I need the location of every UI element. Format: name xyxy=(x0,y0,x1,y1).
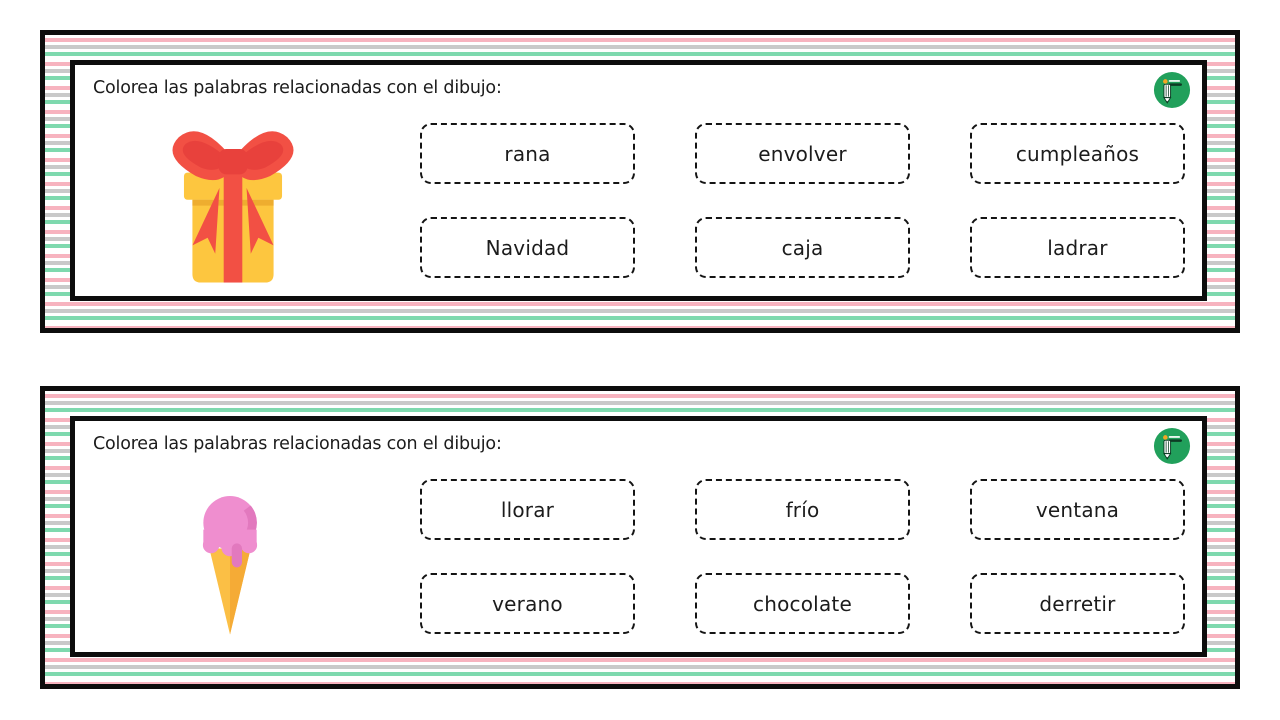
word-label: envolver xyxy=(758,141,847,166)
word-label: verano xyxy=(492,591,563,616)
word-box-chocolate[interactable]: chocolate xyxy=(695,573,910,634)
word-grid: llorar frío ventana verano chocolate der… xyxy=(420,479,1185,634)
card-instruction-title: Colorea las palabras relacionadas con el… xyxy=(93,434,502,454)
word-label: chocolate xyxy=(753,591,852,616)
word-label: derretir xyxy=(1039,591,1116,616)
word-box-derretir[interactable]: derretir xyxy=(970,573,1185,634)
card-panel: Colorea las palabras relacionadas con el… xyxy=(70,60,1207,301)
ice-cream-image xyxy=(202,496,258,635)
gift-box-image xyxy=(172,131,294,283)
word-label: frío xyxy=(785,497,820,522)
card-panel: Colorea las palabras relacionadas con el… xyxy=(70,416,1207,657)
word-box-llorar[interactable]: llorar xyxy=(420,479,635,540)
card-instruction-title: Colorea las palabras relacionadas con el… xyxy=(93,78,502,98)
word-box-navidad[interactable]: Navidad xyxy=(420,217,635,278)
word-box-rana[interactable]: rana xyxy=(420,123,635,184)
word-box-envolver[interactable]: envolver xyxy=(695,123,910,184)
word-box-ladrar[interactable]: ladrar xyxy=(970,217,1185,278)
worksheet-card-gift: Colorea las palabras relacionadas con el… xyxy=(40,30,1240,333)
word-label: caja xyxy=(781,235,824,260)
word-box-verano[interactable]: verano xyxy=(420,573,635,634)
brand-logo-icon xyxy=(1153,71,1191,109)
word-grid: rana envolver cumpleaños Navidad caja la… xyxy=(420,123,1185,278)
worksheet-card-ice-cream: Colorea las palabras relacionadas con el… xyxy=(40,386,1240,689)
word-box-caja[interactable]: caja xyxy=(695,217,910,278)
word-box-ventana[interactable]: ventana xyxy=(970,479,1185,540)
word-label: ladrar xyxy=(1047,235,1108,260)
word-label: ventana xyxy=(1035,497,1120,522)
brand-logo-icon xyxy=(1153,427,1191,465)
word-label: llorar xyxy=(500,497,555,522)
word-box-frio[interactable]: frío xyxy=(695,479,910,540)
word-label: rana xyxy=(504,141,551,166)
word-label: cumpleaños xyxy=(1015,141,1140,166)
word-label: Navidad xyxy=(485,235,570,260)
word-box-cumpleanos[interactable]: cumpleaños xyxy=(970,123,1185,184)
